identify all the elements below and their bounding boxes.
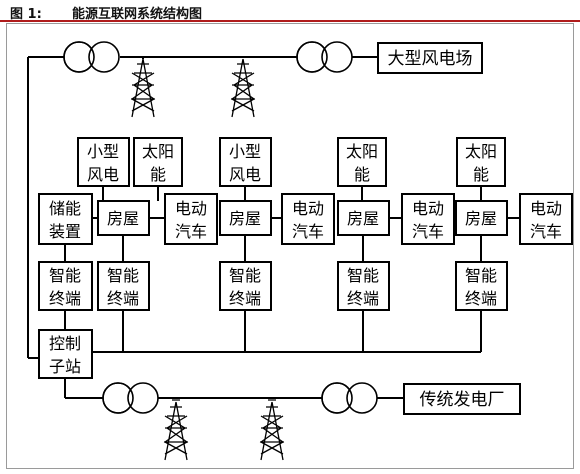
terminal-line1: 智能 bbox=[107, 266, 139, 285]
diagram-frame bbox=[6, 23, 574, 469]
ev-line1: 电动 bbox=[292, 199, 324, 218]
electric-vehicle-box: 电动 汽车 bbox=[519, 193, 573, 245]
terminal-line2: 终端 bbox=[49, 289, 81, 308]
control-line2: 子站 bbox=[49, 357, 81, 376]
small-wind-line2: 风电 bbox=[229, 165, 261, 184]
traditional-power-plant-box: 传统发电厂 bbox=[403, 383, 521, 415]
ev-line1: 电动 bbox=[175, 199, 207, 218]
control-station-box: 控制 子站 bbox=[38, 329, 93, 379]
figure-label: 图 1: bbox=[10, 7, 42, 22]
house-box: 房屋 bbox=[337, 200, 390, 236]
storage-box: 储能 装置 bbox=[38, 193, 93, 245]
transformer-icon bbox=[296, 41, 353, 73]
ev-line2: 汽车 bbox=[175, 222, 207, 241]
smart-terminal-box: 智能 终端 bbox=[38, 261, 93, 311]
solar-box: 太阳 能 bbox=[133, 137, 183, 187]
terminal-line1: 智能 bbox=[229, 266, 261, 285]
smart-terminal-box: 智能 终端 bbox=[337, 261, 390, 311]
terminal-line1: 智能 bbox=[347, 266, 379, 285]
transmission-tower-icon bbox=[259, 399, 285, 461]
solar-box: 太阳 能 bbox=[337, 137, 387, 187]
solar-line2: 能 bbox=[354, 165, 370, 184]
small-wind-line1: 小型 bbox=[87, 142, 119, 161]
solar-line1: 太阳 bbox=[346, 142, 378, 161]
solar-line2: 能 bbox=[473, 165, 489, 184]
control-line1: 控制 bbox=[49, 334, 81, 353]
transformer-icon bbox=[63, 41, 120, 73]
ev-line2: 汽车 bbox=[412, 222, 444, 241]
transmission-tower-icon bbox=[163, 399, 189, 461]
transmission-tower-icon bbox=[230, 56, 256, 118]
electric-vehicle-box: 电动 汽车 bbox=[401, 193, 455, 245]
electric-vehicle-box: 电动 汽车 bbox=[164, 193, 218, 245]
terminal-line2: 终端 bbox=[229, 289, 261, 308]
transformer-icon bbox=[102, 382, 159, 414]
house-box: 房屋 bbox=[455, 200, 508, 236]
small-wind-line2: 风电 bbox=[87, 165, 119, 184]
figure-title: 能源互联网系统结构图 bbox=[72, 7, 203, 22]
ev-line1: 电动 bbox=[412, 199, 444, 218]
small-wind-box: 小型 风电 bbox=[77, 137, 130, 187]
solar-line2: 能 bbox=[150, 165, 166, 184]
terminal-line2: 终端 bbox=[347, 289, 379, 308]
house-label: 房屋 bbox=[465, 209, 497, 228]
storage-line2: 装置 bbox=[49, 222, 81, 241]
house-box: 房屋 bbox=[97, 200, 150, 236]
figure-header: 图 1: 能源互联网系统结构图 bbox=[0, 0, 580, 22]
smart-terminal-box: 智能 终端 bbox=[97, 261, 150, 311]
smart-terminal-box: 智能 终端 bbox=[219, 261, 272, 311]
terminal-line2: 终端 bbox=[107, 289, 139, 308]
transformer-icon bbox=[321, 382, 378, 414]
large-wind-farm-label: 大型风电场 bbox=[388, 49, 473, 69]
house-label: 房屋 bbox=[107, 209, 139, 228]
storage-line1: 储能 bbox=[49, 199, 81, 218]
traditional-power-plant-label: 传统发电厂 bbox=[420, 390, 505, 410]
electric-vehicle-box: 电动 汽车 bbox=[281, 193, 335, 245]
ev-line2: 汽车 bbox=[530, 222, 562, 241]
bottom-bus bbox=[64, 378, 404, 399]
ev-line2: 汽车 bbox=[292, 222, 324, 241]
smart-terminal-box: 智能 终端 bbox=[455, 261, 508, 311]
transmission-tower-icon bbox=[130, 56, 156, 118]
solar-box: 太阳 能 bbox=[456, 137, 506, 187]
terminal-line2: 终端 bbox=[465, 289, 497, 308]
terminal-line1: 智能 bbox=[465, 266, 497, 285]
large-wind-farm-box: 大型风电场 bbox=[377, 42, 483, 74]
house-label: 房屋 bbox=[229, 209, 261, 228]
house-box: 房屋 bbox=[219, 200, 272, 236]
terminal-line1: 智能 bbox=[49, 266, 81, 285]
house-label: 房屋 bbox=[347, 209, 379, 228]
small-wind-line1: 小型 bbox=[229, 142, 261, 161]
small-wind-box: 小型 风电 bbox=[219, 137, 272, 187]
solar-line1: 太阳 bbox=[465, 142, 497, 161]
solar-line1: 太阳 bbox=[142, 142, 174, 161]
ev-line1: 电动 bbox=[530, 199, 562, 218]
